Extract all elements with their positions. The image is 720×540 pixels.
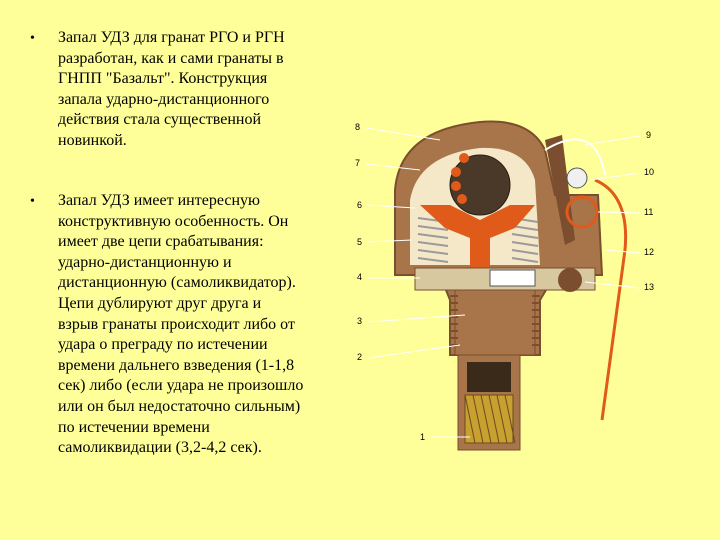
ball-pellet (457, 194, 467, 204)
bullet-text: Запал УДЗ для гранат РГО и РГН разработа… (58, 29, 285, 149)
callout-12: 12 (644, 247, 654, 257)
fuse-cutaway-diagram: 8 7 6 5 4 3 2 1 9 10 11 12 13 (340, 100, 720, 460)
hatch-line (496, 394, 508, 444)
callout-leader-line (589, 172, 641, 181)
callout-leader-line (365, 163, 421, 171)
callout-leader-line (367, 239, 413, 243)
spring-coil-line (511, 249, 539, 255)
detonator-channel (467, 362, 511, 392)
callout-13: 13 (644, 282, 654, 292)
spring-coil-line (511, 233, 539, 239)
callout-leads (365, 127, 641, 438)
bullet-dot: • (30, 194, 35, 209)
spring-coil-line (417, 233, 449, 239)
lever-pivot (566, 167, 588, 189)
callout-4: 4 (357, 272, 362, 282)
neck-threads (450, 295, 540, 346)
inertia-slider (420, 205, 535, 268)
spring-coil-line (511, 241, 539, 247)
hatch-line (472, 394, 484, 444)
hatch-line (480, 394, 492, 444)
ring-wire (544, 138, 606, 176)
spring-coil-line (511, 225, 539, 231)
callout-leader-line (597, 211, 641, 214)
spring-coil-line (417, 225, 449, 231)
callout-9: 9 (646, 130, 651, 140)
hatch-line (464, 394, 476, 444)
callout-leader-line (367, 204, 416, 209)
callout-10: 10 (644, 167, 654, 177)
spring-coil-line (511, 257, 539, 263)
ball-pellet (451, 167, 461, 177)
ball-pellet (459, 153, 469, 163)
callout-leader-line (367, 314, 466, 323)
safety-strap (594, 178, 628, 421)
callout-1: 1 (420, 432, 425, 442)
callout-5: 5 (357, 237, 362, 247)
callout-leader-line (365, 127, 441, 141)
callout-2: 2 (357, 352, 362, 362)
pyrotechnic-element (558, 268, 582, 292)
spring-coil-line (417, 249, 449, 255)
callout-leader-line (584, 135, 641, 146)
callout-leader-line (604, 249, 641, 254)
threaded-neck (454, 289, 536, 356)
hatch-line (504, 394, 516, 444)
callout-8: 8 (355, 122, 360, 132)
callout-11: 11 (644, 207, 653, 217)
fuse-drawing: 8 7 6 5 4 3 2 1 9 10 11 12 13 (355, 120, 654, 451)
bullet-text: Запал УДЗ имеет интересную конструктивну… (58, 192, 304, 457)
detonator-pattern (464, 394, 516, 444)
hatch-line (488, 394, 500, 444)
firing-pin (489, 269, 536, 287)
striker-spring (565, 195, 599, 229)
callout-leader-line (584, 281, 641, 289)
spring-coil-line (417, 257, 449, 263)
callout-6: 6 (357, 200, 362, 210)
spring-coil-line (417, 241, 449, 247)
bullet-dot: • (30, 31, 35, 46)
callout-leader-line (367, 344, 461, 359)
callout-3: 3 (357, 316, 362, 326)
callout-7: 7 (355, 158, 360, 168)
ball-pellet (451, 181, 461, 191)
